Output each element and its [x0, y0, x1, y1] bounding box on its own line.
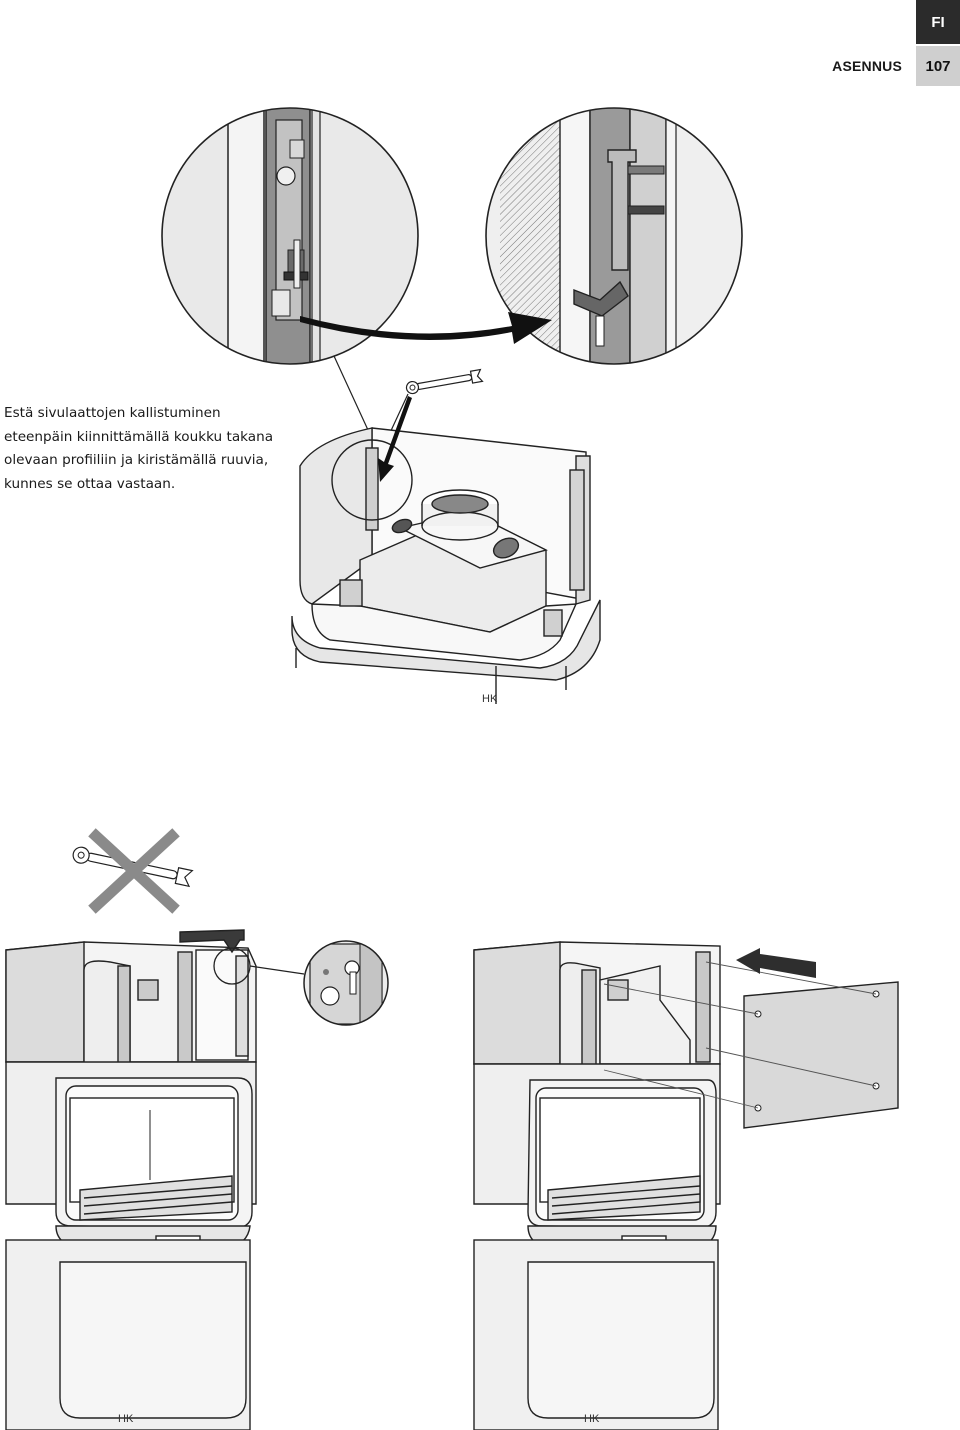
arrow-icon — [736, 948, 816, 978]
detail-circle-right — [485, 107, 743, 365]
section-title: ASENNUS — [832, 58, 902, 74]
stove-right — [473, 941, 721, 1430]
page-number: 107 — [916, 46, 960, 86]
instruction-line: Estä sivulaattojen kallistuminen — [4, 405, 221, 421]
brand-mark: HK — [118, 1413, 134, 1425]
language-tab: FI — [916, 0, 960, 44]
stove-left — [5, 929, 257, 1430]
brand-mark: HK — [482, 693, 498, 705]
instruction-line: eteenpäin kiinnittämällä koukku takana — [4, 428, 274, 445]
instruction-line: olevaan profiiliin ja kiristämällä ruuvi… — [4, 452, 269, 468]
instruction-text: Estä sivulaattojen kallistuminen eteenpä… — [4, 402, 294, 496]
cross-out-icon — [72, 828, 194, 914]
side-panel — [743, 981, 899, 1129]
wrench-icon — [405, 368, 484, 395]
brand-mark: HK — [584, 1413, 600, 1425]
detail-circle-left — [161, 107, 419, 365]
arrow-icon — [300, 312, 552, 344]
detail-circle-small — [303, 940, 389, 1026]
detail-highlight — [331, 439, 413, 521]
stove-top-view — [291, 427, 601, 704]
leader-line — [333, 355, 369, 431]
arrow-icon — [378, 396, 412, 482]
alignment-lines — [603, 961, 877, 1109]
instruction-line: kunnes se ottaa vastaan. — [4, 475, 176, 492]
leader-line — [249, 965, 305, 975]
